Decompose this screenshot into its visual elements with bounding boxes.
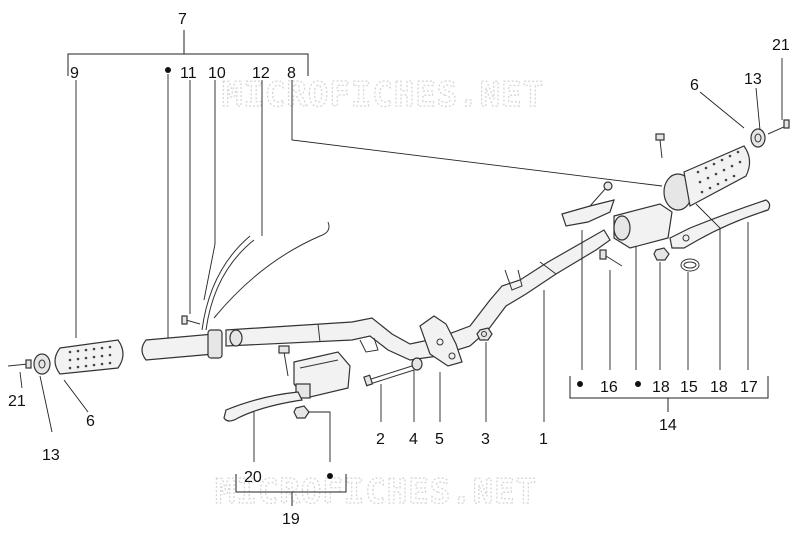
- callout-20: 20: [244, 469, 262, 486]
- right-clamp-bracket: [561, 181, 615, 227]
- callout-3: 3: [481, 431, 490, 448]
- right-lever: [669, 199, 771, 249]
- left-brake-master-cylinder: [293, 351, 351, 399]
- watermark-top: MICROFICHES.NET: [222, 75, 544, 115]
- callout-12: 12: [252, 65, 270, 82]
- bracket-14: [569, 376, 769, 412]
- callout-19: 19: [282, 511, 300, 528]
- left-end-weight: [33, 353, 51, 375]
- callout-10: 10: [208, 65, 226, 82]
- bolt-2: [363, 365, 415, 387]
- screw-11: [181, 315, 201, 325]
- callout-6-left: 6: [86, 413, 95, 430]
- right-end-weight: [750, 128, 766, 148]
- callout-6-right: 6: [690, 77, 699, 94]
- callout-18-b: 18: [710, 379, 728, 396]
- right-clamp-screw: [599, 249, 623, 267]
- right-nut-18: [653, 247, 670, 261]
- bracket-19: [235, 474, 347, 506]
- callout-18-a: 18: [652, 379, 670, 396]
- callout-17: 17: [740, 379, 758, 396]
- callout-8: 8: [287, 65, 296, 82]
- callout-5: 5: [435, 431, 444, 448]
- left-grip: [54, 339, 124, 375]
- callout-13-left: 13: [42, 447, 60, 464]
- dot-markers: [165, 67, 641, 479]
- right-top-screw: [655, 133, 665, 159]
- right-grip: [663, 145, 751, 211]
- callout-11: 11: [180, 65, 197, 82]
- left-end-screw: [7, 359, 32, 369]
- nut-3: [476, 327, 493, 341]
- callout-9: 9: [70, 65, 79, 82]
- callout-14: 14: [659, 417, 677, 434]
- left-throttle-tube: [141, 329, 223, 361]
- callout-21-left: 21: [8, 393, 26, 410]
- callout-21-right: 21: [772, 37, 790, 54]
- callout-15: 15: [680, 379, 698, 396]
- center-bracket: [419, 315, 463, 367]
- callout-4: 4: [409, 431, 418, 448]
- callout-7: 7: [178, 11, 187, 28]
- callout-1: 1: [539, 431, 548, 448]
- bracket-7: [67, 30, 309, 76]
- callout-13-right: 13: [744, 71, 762, 88]
- throttle-cables: [201, 221, 330, 331]
- callout-16: 16: [600, 379, 618, 396]
- right-end-screw: [767, 119, 790, 135]
- left-master-cylinder-nut: [293, 405, 310, 419]
- handlebar-tube: [225, 229, 611, 361]
- right-clip-15: [680, 258, 700, 272]
- callout-2: 2: [376, 431, 385, 448]
- left-master-cylinder-bolt: [278, 345, 290, 377]
- right-clamp: [613, 203, 673, 249]
- leader-lines: [19, 58, 783, 462]
- left-brake-lever: [223, 391, 303, 422]
- washer-4: [411, 357, 423, 371]
